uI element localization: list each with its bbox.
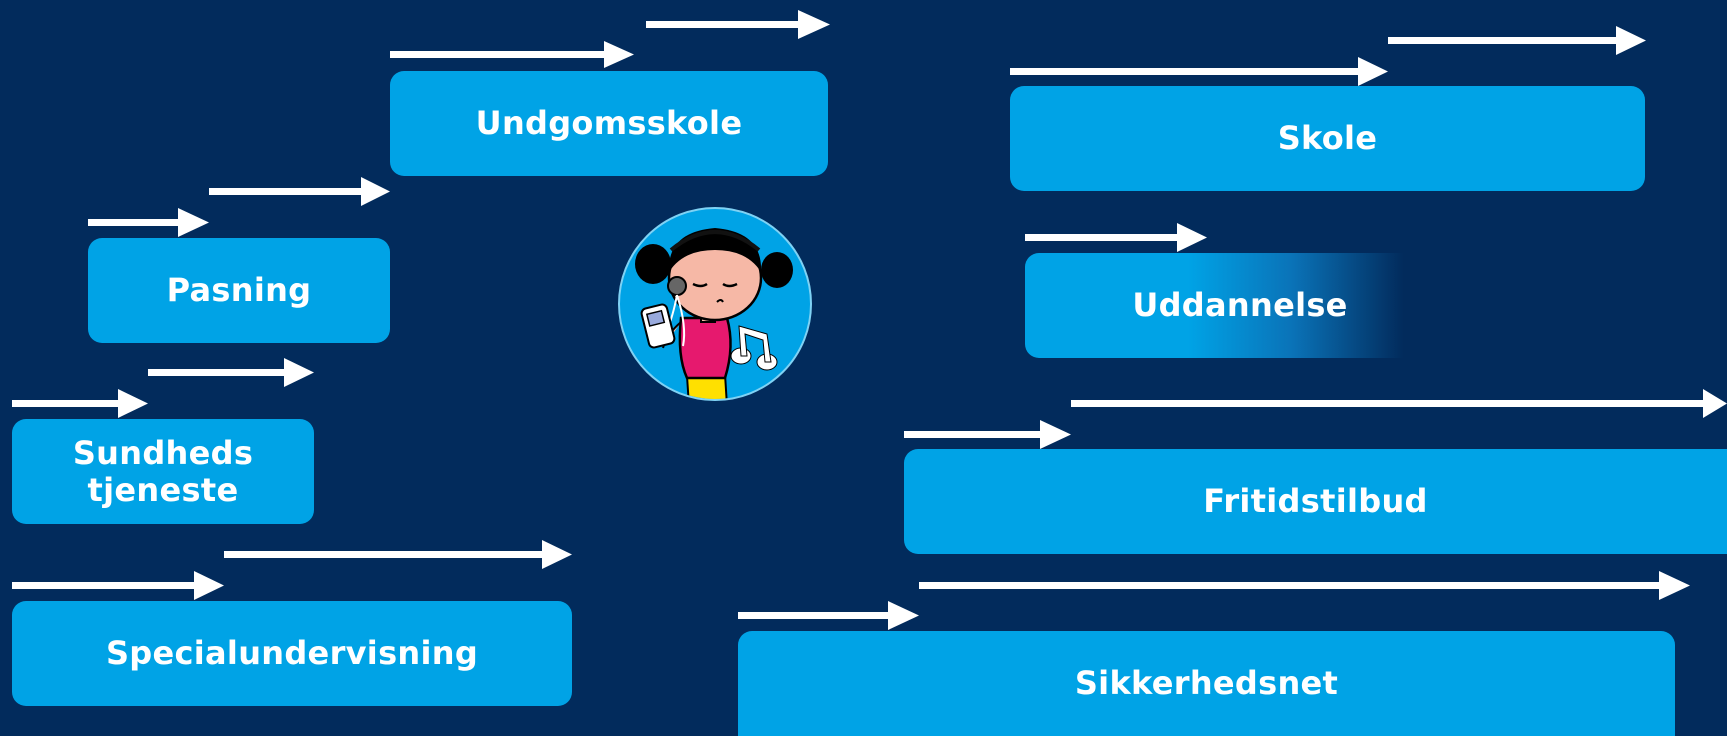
box-sundhedstjeneste-label-line2: tjeneste [87,470,239,509]
box-fritidstilbud: Fritidstilbud [904,449,1727,554]
box-pasning: Pasning [88,238,390,343]
box-undgomsskole: Undgomsskole [390,71,828,176]
box-fritidstilbud-label: Fritidstilbud [1203,482,1428,521]
arrow-icon [209,177,390,206]
arrow-icon [919,571,1690,600]
arrow-icon [1388,26,1646,55]
arrow-icon [148,358,314,387]
box-pasning-label: Pasning [166,271,312,310]
arrow-icon [646,10,830,39]
box-sikkerhedsnet-label: Sikkerhedsnet [1074,664,1339,703]
box-sundhedstjeneste: Sundheds tjeneste [12,419,314,524]
arrow-icon [1071,389,1727,418]
arrow-icon [224,540,572,569]
box-specialundervisning: Specialundervisning [12,601,572,706]
arrow-icon [738,601,919,630]
box-sikkerhedsnet: Sikkerhedsnet [738,631,1675,736]
box-skole: Skole [1010,86,1645,191]
box-sundhedstjeneste-label-line1: Sundheds [72,433,254,472]
arrow-icon [904,420,1071,449]
arrow-icon [12,571,224,600]
girl-with-headphones-icon [618,207,812,401]
box-undgomsskole-label: Undgomsskole [475,104,743,143]
arrow-icon [1010,57,1388,86]
arrow-icon [12,389,148,418]
arrow-icon [88,208,209,237]
box-uddannelse-label: Uddannelse [1132,286,1348,325]
box-skole-label: Skole [1277,119,1378,158]
arrow-icon [1025,223,1207,252]
arrow-icon [390,41,634,68]
box-uddannelse: Uddannelse [1025,253,1455,358]
box-specialundervisning-label: Specialundervisning [105,634,479,673]
